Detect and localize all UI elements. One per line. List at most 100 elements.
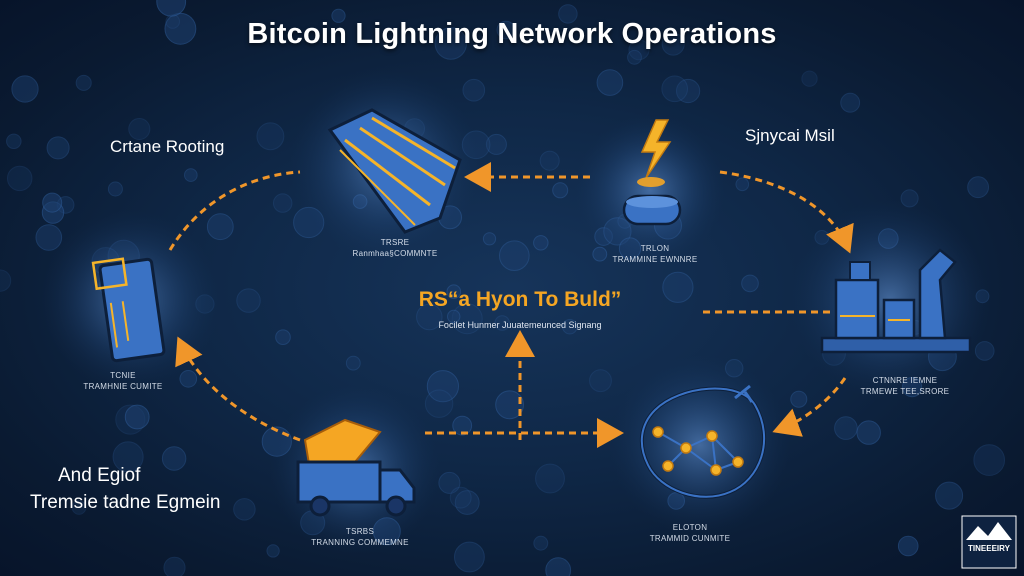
bg-dot bbox=[424, 389, 454, 418]
bg-dot bbox=[206, 213, 234, 241]
bg-dot bbox=[35, 224, 63, 251]
bg-dot bbox=[801, 70, 818, 87]
bg-dot bbox=[735, 177, 750, 192]
bg-dot bbox=[485, 133, 507, 155]
bg-dot bbox=[834, 416, 858, 440]
caption-truck-line1: TSRBS bbox=[345, 527, 375, 536]
caption-network: ELOTON TRAMMID CUNMITE bbox=[625, 522, 755, 544]
bg-dot bbox=[741, 274, 759, 293]
caption-truck-line2: TRANNING COMMEMNE bbox=[311, 538, 409, 547]
label-top-left: Crtane Rooting bbox=[110, 137, 225, 156]
bg-dot bbox=[454, 541, 485, 573]
caption-phone-line2: TRAMHNIE CUMITE bbox=[83, 382, 163, 391]
bg-dot bbox=[499, 240, 530, 271]
bg-dot bbox=[256, 122, 285, 151]
caption-drill-line1: TRSRE bbox=[380, 238, 410, 247]
bg-dot bbox=[496, 20, 516, 40]
bg-dot bbox=[331, 8, 346, 23]
bg-dot bbox=[233, 498, 256, 521]
bg-dot bbox=[562, 319, 578, 335]
caption-phone: TCNIE TRAMHNIE CUMITE bbox=[68, 370, 178, 392]
bg-dot bbox=[790, 390, 808, 408]
bg-dot bbox=[7, 165, 33, 192]
bg-dot bbox=[589, 369, 612, 393]
bg-dot bbox=[112, 441, 144, 473]
bg-dot bbox=[273, 193, 293, 213]
bg-dot bbox=[539, 150, 560, 171]
phone-terminal-icon bbox=[91, 257, 166, 363]
bg-dot bbox=[596, 69, 624, 96]
brand-logo bbox=[961, 515, 1017, 569]
bg-dot bbox=[661, 75, 689, 103]
bg-dot bbox=[266, 544, 280, 558]
bg-dot bbox=[676, 78, 701, 104]
bg-dot bbox=[628, 39, 650, 61]
logo-text: TINEEEIRY bbox=[968, 544, 1010, 553]
bg-dot bbox=[856, 420, 881, 445]
lightning-bolt-icon bbox=[637, 119, 672, 187]
bg-dot bbox=[416, 303, 443, 331]
bg-dot bbox=[71, 500, 87, 515]
bg-dot bbox=[482, 232, 497, 246]
label-bottom-left-line1: And Egiof bbox=[58, 465, 141, 486]
bg-dot bbox=[446, 284, 462, 300]
factory-machine-icon bbox=[820, 248, 972, 354]
bg-dot bbox=[434, 27, 467, 60]
flow-arrows bbox=[168, 162, 854, 448]
bg-dot bbox=[897, 535, 919, 557]
bg-dot bbox=[840, 92, 861, 113]
page-title: Bitcoin Lightning Network Operations bbox=[247, 18, 777, 50]
bg-dot bbox=[558, 4, 578, 24]
bg-dot bbox=[495, 390, 525, 420]
bg-dot bbox=[161, 446, 187, 471]
caption-factory-line1: CTNNRE IEMNE bbox=[872, 376, 938, 385]
bg-dot bbox=[592, 246, 608, 262]
node-device-icon bbox=[622, 194, 682, 226]
bg-dot bbox=[0, 269, 12, 292]
caption-bolt: TRLON TRAMMINE EWNNRE bbox=[600, 243, 710, 265]
caption-factory-line2: TRMEWE TEE,SRORE bbox=[860, 387, 950, 396]
caption-bolt-line2: TRAMMINE EWNNRE bbox=[612, 255, 698, 264]
label-bottom-left-line2: Tremsie tadne Egmein bbox=[30, 492, 221, 513]
bg-dot bbox=[627, 49, 642, 65]
bg-dot bbox=[533, 535, 549, 551]
bg-dot bbox=[454, 490, 480, 515]
bg-dot bbox=[661, 32, 685, 56]
bg-dot bbox=[545, 557, 572, 576]
arrow-factory-to-network bbox=[772, 377, 847, 437]
bg-dot bbox=[163, 556, 186, 576]
bg-dot bbox=[124, 404, 150, 430]
bg-dot bbox=[107, 181, 123, 197]
bg-dot bbox=[973, 444, 1006, 476]
caption-network-line1: ELOTON bbox=[672, 523, 708, 532]
bg-dot bbox=[179, 370, 198, 388]
caption-bolt-line1: TRLON bbox=[640, 244, 670, 253]
bg-dot bbox=[426, 370, 459, 403]
bg-dot bbox=[275, 329, 291, 346]
bg-dot bbox=[11, 75, 39, 103]
label-top-right: Sjnycai Msil bbox=[745, 126, 835, 145]
bg-dot bbox=[967, 176, 989, 199]
bg-dot bbox=[552, 182, 569, 199]
caption-network-line2: TRAMMID CUNMITE bbox=[649, 534, 731, 543]
bg-dot bbox=[46, 136, 70, 160]
caption-drill: TRSRE Ranmhaa§COMMNTE bbox=[340, 237, 450, 259]
caption-factory: CTNNRE IEMNE TRMEWE TEE,SRORE bbox=[845, 375, 965, 397]
bg-dot bbox=[6, 133, 22, 150]
bg-dot bbox=[462, 78, 486, 102]
caption-phone-line1: TCNIE bbox=[110, 371, 136, 380]
bg-dot bbox=[184, 168, 198, 182]
bg-dot bbox=[156, 0, 187, 17]
bg-dot bbox=[128, 118, 151, 140]
bolt-glow bbox=[575, 115, 725, 265]
delivery-truck-icon bbox=[296, 418, 416, 517]
bg-dot bbox=[935, 481, 964, 510]
bg-dot bbox=[662, 271, 694, 303]
network-glow bbox=[610, 355, 790, 535]
bg-dot bbox=[535, 463, 565, 494]
caption-drill-line2: Ranmhaa§COMMNTE bbox=[352, 249, 438, 258]
bg-dot bbox=[452, 415, 473, 436]
bg-dot bbox=[236, 288, 261, 313]
